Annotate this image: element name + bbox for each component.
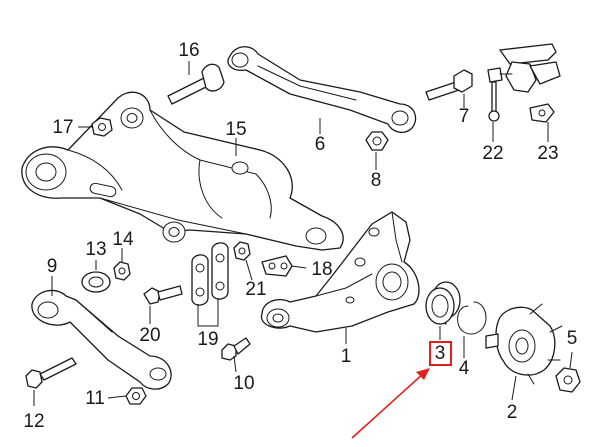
callout-15: 15: [225, 119, 246, 140]
hub-part-2[interactable]: [485, 303, 563, 385]
callout-3: 3: [435, 343, 446, 364]
callout-4: 4: [459, 358, 470, 379]
nut-part-8[interactable]: [365, 131, 389, 151]
callout-6: 6: [315, 134, 326, 155]
callout-5: 5: [567, 328, 578, 349]
nut-part-17[interactable]: [91, 117, 113, 137]
callout-13: 13: [85, 239, 106, 260]
callout-21: 21: [245, 279, 266, 300]
bolt-part-16[interactable]: [167, 63, 225, 105]
bushing-part-13[interactable]: [81, 271, 111, 293]
snap-ring-part-4[interactable]: [457, 301, 487, 335]
leader-lines: [33, 61, 573, 406]
callout-12: 12: [23, 411, 44, 432]
callout-7: 7: [459, 106, 470, 127]
callout-8: 8: [371, 170, 382, 191]
red-arrow-line: [351, 372, 425, 439]
wheel-bearing-part-3[interactable]: [425, 281, 461, 325]
height-sensor-part-22[interactable]: [487, 43, 561, 122]
upper-control-arm-part-6[interactable]: [227, 46, 417, 134]
lower-link-part-9[interactable]: [31, 289, 172, 390]
nut-part-11[interactable]: [125, 387, 147, 405]
callout-labels: 16 17 15 6 7 8 22 23 13 14 9 18 21 20 19…: [23, 40, 577, 432]
callout-22: 22: [482, 143, 503, 164]
callout-19: 19: [197, 329, 218, 350]
callout-1: 1: [341, 346, 352, 367]
callout-11: 11: [85, 388, 105, 409]
bolt-part-7[interactable]: [425, 69, 473, 101]
callout-18: 18: [311, 259, 332, 280]
callout-16: 16: [178, 40, 199, 61]
stabilizer-link-part-18[interactable]: [261, 255, 293, 277]
highlight-box: [429, 341, 452, 366]
callout-9: 9: [47, 256, 58, 277]
callout-10: 10: [233, 373, 254, 394]
bolt-part-20[interactable]: [143, 285, 183, 305]
highlight-callout-3: [351, 341, 452, 439]
nut-part-5[interactable]: [555, 367, 581, 393]
nut-part-14[interactable]: [113, 261, 131, 281]
bolt-part-10[interactable]: [221, 337, 251, 361]
callout-23: 23: [537, 143, 558, 164]
callout-14: 14: [112, 229, 134, 250]
nut-part-21[interactable]: [233, 241, 251, 261]
callout-17: 17: [52, 117, 73, 138]
link-plates-part-19[interactable]: [191, 242, 229, 306]
knuckle-part-1[interactable]: [260, 211, 420, 333]
bolt-part-12[interactable]: [25, 357, 77, 389]
red-arrow-head: [416, 368, 430, 380]
callout-2: 2: [507, 402, 518, 423]
callout-20: 20: [139, 325, 160, 346]
bracket-part-23[interactable]: [529, 103, 555, 123]
subframe-part-15[interactable]: [21, 91, 344, 251]
